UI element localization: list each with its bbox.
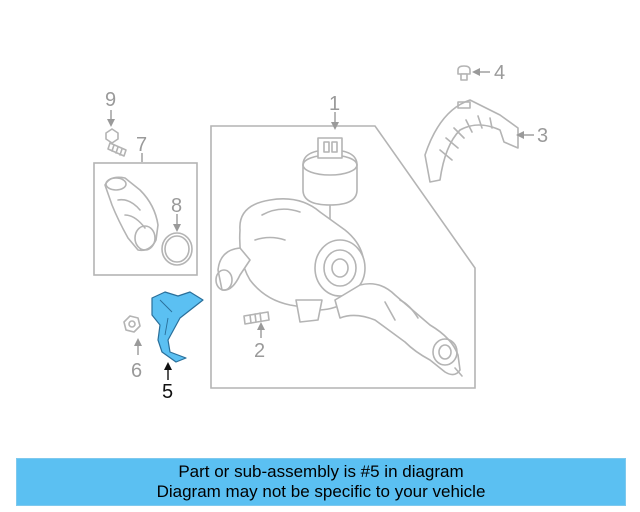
banner-line-disclaimer: Diagram may not be specific to your vehi… (156, 482, 486, 501)
callout-9: 9 (105, 89, 116, 111)
heat-shield-part[interactable] (424, 99, 519, 183)
callout-6: 6 (131, 360, 142, 382)
pipe-part[interactable] (104, 176, 159, 252)
bracket-part-highlighted[interactable] (151, 291, 204, 363)
bolt-part-4[interactable] (457, 65, 471, 81)
pipe-group-frame (93, 162, 198, 276)
banner-line-part-number: Part or sub-assembly is #5 in diagram (178, 462, 464, 481)
callout-4: 4 (494, 62, 505, 84)
callout-8: 8 (171, 195, 182, 217)
bolt-part-9[interactable] (105, 128, 127, 157)
nut-part[interactable] (123, 315, 141, 333)
info-banner: Part or sub-assembly is #5 in diagram Di… (16, 458, 626, 506)
seal-ring-part[interactable] (161, 232, 193, 266)
turbo-assembly-frame (210, 125, 476, 389)
leader-lines (107, 68, 534, 380)
callout-3: 3 (537, 125, 548, 147)
stud-part[interactable] (243, 311, 270, 325)
callout-5: 5 (162, 381, 173, 403)
turbocharger-part[interactable] (215, 137, 463, 377)
callout-2: 2 (254, 340, 265, 362)
callout-7: 7 (136, 134, 147, 156)
callout-1: 1 (329, 93, 340, 115)
